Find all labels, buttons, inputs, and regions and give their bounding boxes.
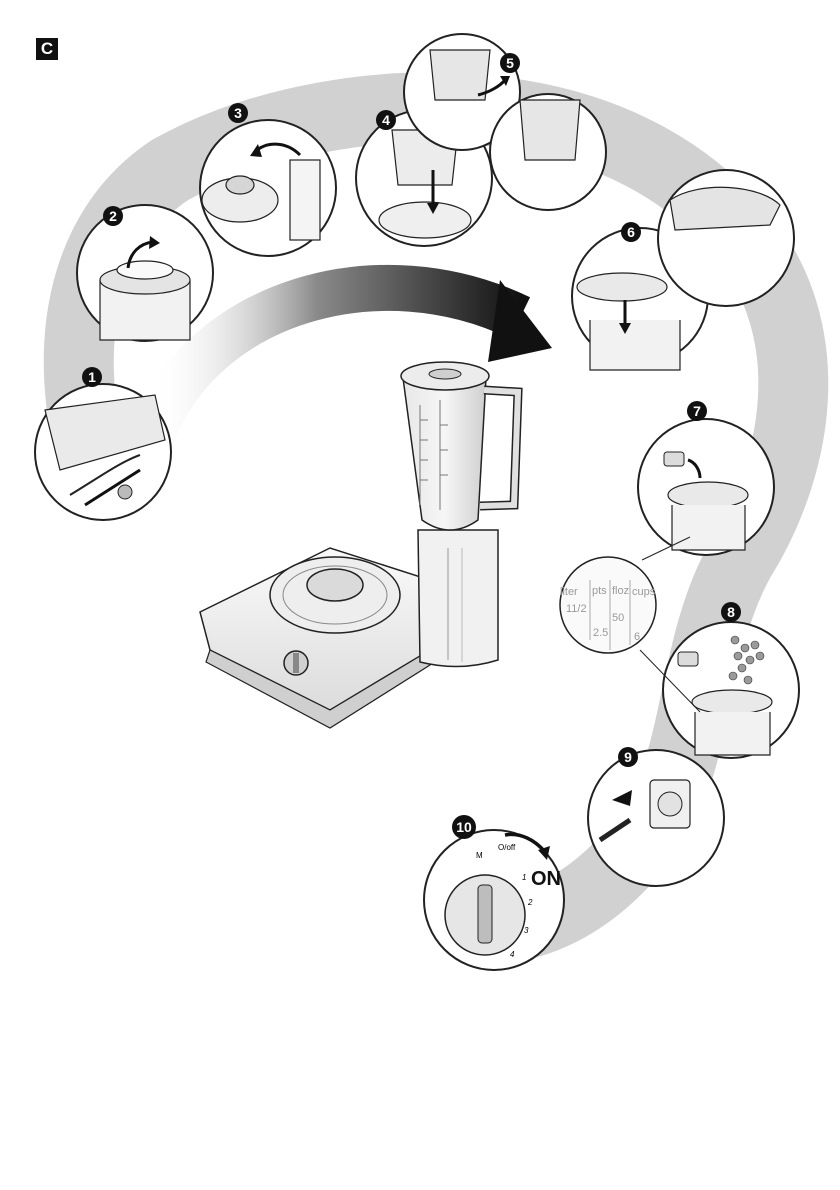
dial-label-3: 3: [524, 926, 529, 935]
scale-header-liter: liter: [560, 586, 578, 598]
step-number-8: 8: [727, 604, 735, 620]
scale-value-liter: 11/2: [566, 603, 587, 615]
blender-jar: [402, 377, 487, 531]
step-number-7: 7: [693, 403, 701, 419]
blender-appliance: [199, 361, 523, 729]
step-number-3: 3: [234, 105, 242, 121]
step-8-panel: [662, 621, 800, 759]
step-number-4: 4: [382, 112, 390, 128]
dial-label-2: 2: [527, 898, 533, 907]
dial-label-m: M: [476, 851, 483, 860]
scale-callout: liter pts floz cups 11/2 2.5 50 6: [559, 536, 701, 713]
scale-value-cups: 6: [634, 631, 640, 643]
step-number-10: 10: [456, 819, 472, 835]
dial-label-1: 1: [522, 873, 526, 882]
curved-arrow-icon: [128, 264, 552, 449]
motor-column: [417, 529, 499, 668]
step-2-panel: [76, 204, 214, 342]
step-number-1: 1: [88, 369, 96, 385]
step-number-6: 6: [627, 224, 635, 240]
step-number-5: 5: [506, 55, 514, 71]
step-5-panel: [403, 33, 607, 211]
dial-on-label: ON: [531, 868, 561, 890]
step-3-panel: [199, 119, 337, 257]
dial-labels: M O/off 1 2 3 4 ON: [476, 843, 561, 959]
step-number-2: 2: [109, 208, 117, 224]
dial-label-4: 4: [510, 950, 515, 959]
step-number-9: 9: [624, 749, 632, 765]
drive-cap: [306, 568, 364, 602]
step-1-panel: [34, 383, 172, 521]
step-7-panel: [637, 418, 775, 556]
scale-value-floz: 50: [612, 612, 624, 624]
scale-header-pts: pts: [592, 585, 607, 597]
dial-label-off: O/off: [498, 843, 516, 852]
section-label-badge: C: [36, 38, 58, 60]
step-9-panel: [587, 749, 725, 887]
step-badges: 1 2 3 4 5 6 7 8 9 10: [82, 53, 741, 839]
step-10-panel: [423, 829, 565, 971]
scale-header-cups: cups: [632, 586, 656, 598]
scale-header-floz: floz: [612, 585, 629, 597]
scale-value-pts: 2.5: [593, 627, 608, 639]
